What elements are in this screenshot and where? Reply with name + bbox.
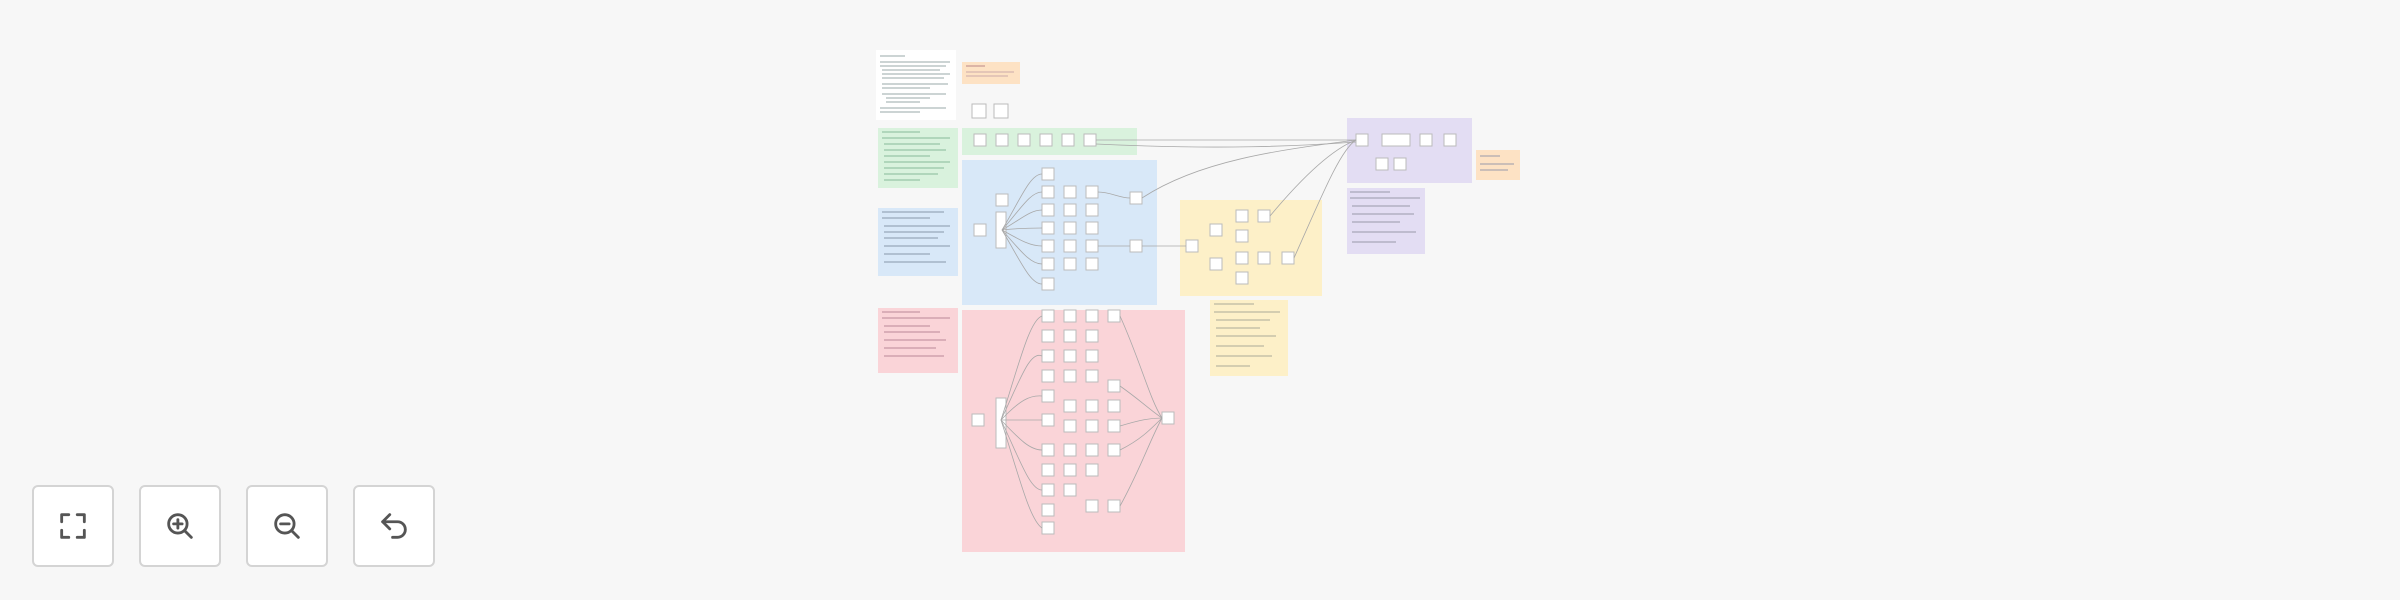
zoom-out-button[interactable] [246,485,328,567]
fit-view-icon [60,513,86,539]
yellow-section[interactable] [1180,200,1322,376]
zoom-in-icon [167,513,193,539]
canvas-controls [32,485,435,567]
green-section[interactable] [878,128,1137,188]
top-nodes[interactable] [971,103,1009,119]
zoom-out-icon [274,513,300,539]
blue-section[interactable] [878,160,1157,305]
fit-view-button[interactable] [32,485,114,567]
red-section[interactable] [878,308,1185,552]
undo-button[interactable] [353,485,435,567]
connection-edges [1000,139,1357,529]
purple-section[interactable] [1347,118,1520,254]
zoom-in-button[interactable] [139,485,221,567]
orange-sticky-note[interactable] [962,62,1020,84]
undo-icon [381,513,407,539]
intro-note[interactable] [876,50,956,120]
